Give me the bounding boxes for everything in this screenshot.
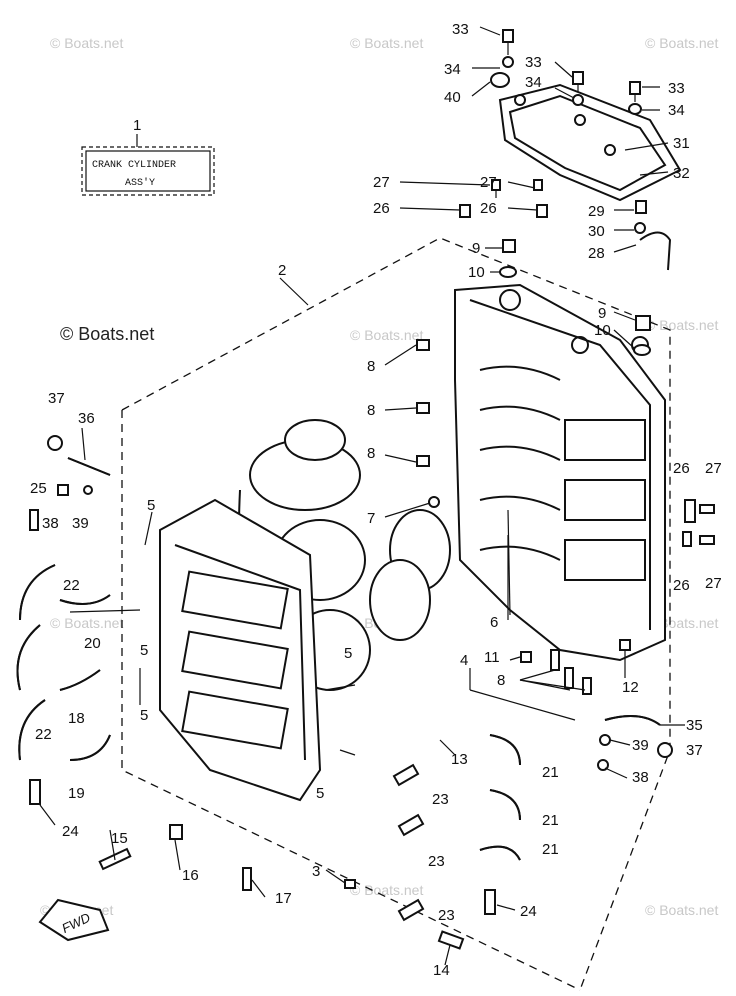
callout-8: 8 bbox=[367, 445, 375, 462]
callout-24: 24 bbox=[520, 903, 537, 920]
callout-26: 26 bbox=[480, 200, 497, 217]
callout-8: 8 bbox=[367, 402, 375, 419]
watermark-text: © Boats.net bbox=[350, 882, 423, 898]
callout-10: 10 bbox=[468, 264, 485, 281]
watermark-text: © Boats.net bbox=[350, 35, 423, 51]
callout-35: 35 bbox=[686, 717, 703, 734]
callout-37: 37 bbox=[48, 390, 65, 407]
callout-5: 5 bbox=[140, 642, 148, 659]
watermark-text: © Boats.net bbox=[50, 615, 123, 631]
callout-34: 34 bbox=[444, 61, 461, 78]
callout-34: 34 bbox=[668, 102, 685, 119]
crankcase-block bbox=[454, 283, 666, 662]
callout-27: 27 bbox=[480, 174, 497, 191]
callout-19: 19 bbox=[68, 785, 85, 802]
fasteners bbox=[29, 29, 715, 950]
callout-27: 27 bbox=[705, 575, 722, 592]
callout-39: 39 bbox=[632, 737, 649, 754]
callout-33: 33 bbox=[452, 21, 469, 38]
callout-34: 34 bbox=[525, 74, 542, 91]
title-box-number: 1 bbox=[133, 117, 141, 134]
assembly-outline bbox=[121, 237, 671, 991]
crankshaft bbox=[237, 419, 451, 781]
callout-30: 30 bbox=[588, 223, 605, 240]
callout-5: 5 bbox=[140, 707, 148, 724]
watermark-text: © Boats.net bbox=[645, 317, 718, 333]
callout-11: 11 bbox=[484, 649, 500, 666]
callout-29: 29 bbox=[588, 203, 605, 220]
callout-5: 5 bbox=[316, 785, 324, 802]
callout-27: 27 bbox=[705, 460, 722, 477]
callout-39: 39 bbox=[72, 515, 89, 532]
callout-18: 18 bbox=[68, 710, 85, 727]
callout-22: 22 bbox=[63, 577, 80, 594]
watermark-text: © Boats.net bbox=[350, 327, 423, 343]
callout-38: 38 bbox=[42, 515, 59, 532]
callout-26: 26 bbox=[673, 460, 690, 477]
callout-23: 23 bbox=[432, 791, 449, 808]
callout-12: 12 bbox=[622, 679, 639, 696]
hoses bbox=[16, 457, 661, 861]
watermark-main: © Boats.net bbox=[60, 324, 154, 344]
callout-24: 24 bbox=[62, 823, 79, 840]
watermark-text: © Boats.net bbox=[645, 35, 718, 51]
callout-36: 36 bbox=[78, 410, 95, 427]
title-box-line2: ASS'Y bbox=[125, 177, 155, 189]
callout-20: 20 bbox=[84, 635, 101, 652]
callout-37: 37 bbox=[686, 742, 703, 759]
callout-8: 8 bbox=[367, 358, 375, 375]
callout-26: 26 bbox=[373, 200, 390, 217]
callout-27: 27 bbox=[373, 174, 390, 191]
callout-28: 28 bbox=[588, 245, 605, 262]
callout-5: 5 bbox=[147, 497, 155, 514]
fwd-arrow: FWD bbox=[38, 898, 110, 942]
callout-labels: 33 34 40 33 34 33 34 31 32 27 27 26 26 2… bbox=[30, 21, 722, 979]
title-box: 1 CRANK CYLINDER ASS'Y bbox=[81, 117, 215, 196]
callout-21: 21 bbox=[542, 841, 559, 858]
callout-15: 15 bbox=[111, 830, 128, 847]
watermark-text: © Boats.net bbox=[645, 902, 718, 918]
callout-6: 6 bbox=[490, 614, 498, 631]
exhaust-cover bbox=[159, 498, 322, 802]
callout-16: 16 bbox=[182, 867, 199, 884]
callout-3: 3 bbox=[312, 863, 320, 880]
callout-23: 23 bbox=[428, 853, 445, 870]
callout-8: 8 bbox=[497, 672, 505, 689]
title-box-line1: CRANK CYLINDER bbox=[92, 160, 176, 171]
callout-7: 7 bbox=[367, 510, 375, 527]
callout-40: 40 bbox=[444, 89, 461, 106]
callout-38: 38 bbox=[632, 769, 649, 786]
callout-22: 22 bbox=[35, 726, 52, 743]
callout-17: 17 bbox=[275, 890, 292, 907]
callout-13: 13 bbox=[451, 751, 468, 768]
cylinder-head-cover bbox=[498, 83, 682, 202]
callout-33: 33 bbox=[525, 54, 542, 71]
callout-33: 33 bbox=[668, 80, 685, 97]
watermark-text: © Boats.net bbox=[50, 35, 123, 51]
callout-2: 2 bbox=[278, 262, 286, 279]
callout-10: 10 bbox=[594, 322, 611, 339]
callout-26: 26 bbox=[673, 577, 690, 594]
callout-9: 9 bbox=[598, 305, 606, 322]
callout-5: 5 bbox=[344, 645, 352, 662]
callout-21: 21 bbox=[542, 812, 559, 829]
leader-lines bbox=[39, 26, 685, 966]
callout-9: 9 bbox=[472, 240, 480, 257]
callout-21: 21 bbox=[542, 764, 559, 781]
callout-4: 4 bbox=[460, 652, 468, 669]
callout-32: 32 bbox=[673, 165, 690, 182]
callout-25: 25 bbox=[30, 480, 47, 497]
callout-14: 14 bbox=[433, 962, 450, 979]
callout-31: 31 bbox=[673, 135, 690, 152]
callout-23: 23 bbox=[438, 907, 455, 924]
